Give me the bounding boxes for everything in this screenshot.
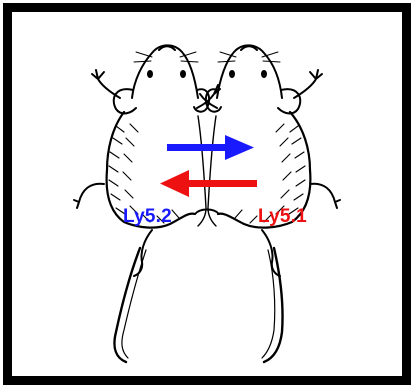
figure-frame: Ly5.2 Ly5.1 (3, 3, 411, 385)
right-mouse-label: Ly5.1 (258, 207, 307, 226)
right-mouse (200, 45, 340, 362)
parabiosis-mice-illustration (12, 12, 402, 376)
right-mouse-head (217, 45, 282, 98)
left-mouse-tail (114, 248, 140, 362)
exchange-arrows (160, 135, 257, 197)
right-mouse-tail (264, 248, 283, 362)
left-mouse-head (132, 45, 198, 98)
blue-arrow-right (167, 135, 254, 160)
left-mouse-label: Ly5.2 (123, 207, 172, 226)
left-mouse (74, 45, 220, 362)
